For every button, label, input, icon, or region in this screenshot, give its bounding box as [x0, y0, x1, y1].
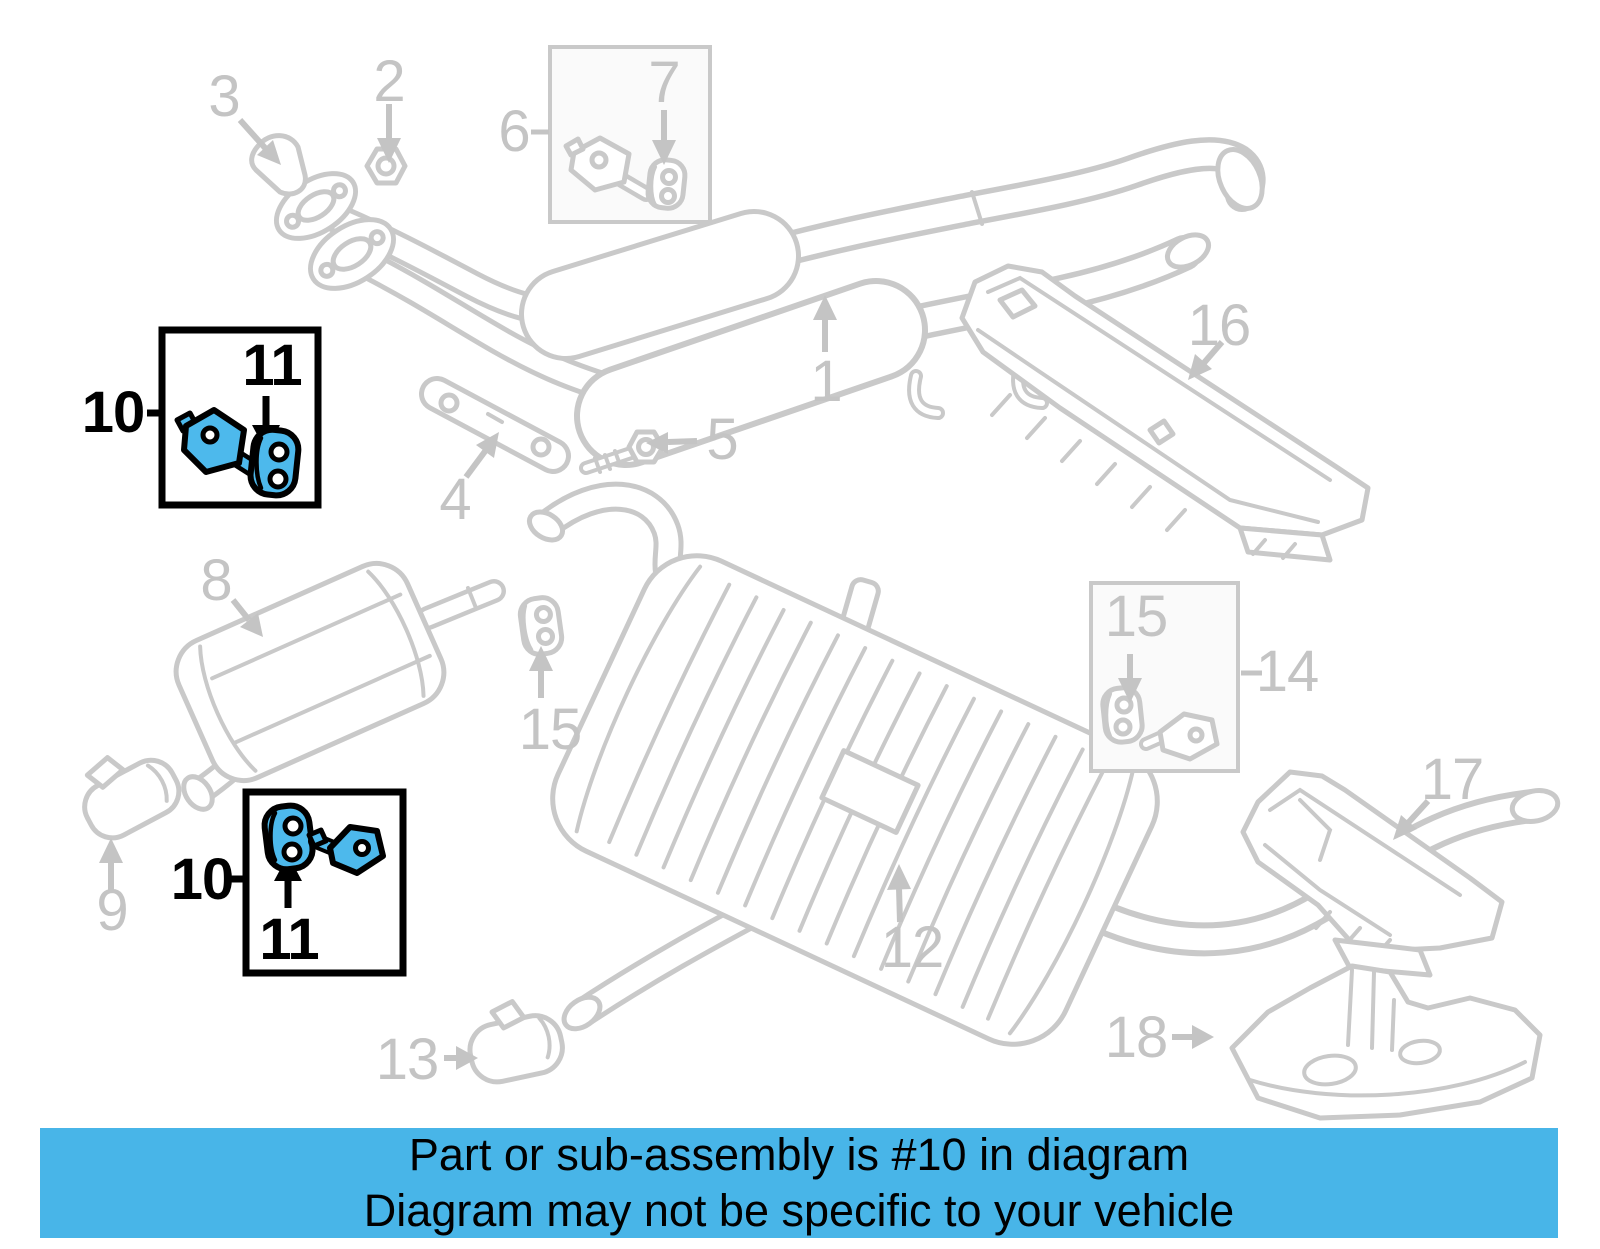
exhaust-flange [308, 217, 396, 291]
callout-11-lower[interactable]: 11 [259, 907, 319, 972]
highlighted-hanger-bracket[interactable] [306, 824, 386, 876]
callout-18: 18 [1104, 1005, 1169, 1070]
heat-shield-18 [1229, 963, 1543, 1121]
callout-10-upper[interactable]: 10 [81, 380, 146, 445]
rubber-insulator-icon [645, 157, 688, 211]
highlighted-rubber-insulator[interactable] [261, 802, 316, 873]
callout-7: 7 [648, 50, 680, 115]
callout-arrows [99, 104, 1431, 1070]
callout-11-upper[interactable]: 11 [242, 333, 302, 398]
highlight-box-upper[interactable] [147, 326, 322, 509]
front-pipe-assembly [273, 137, 1266, 468]
callout-10-lower[interactable]: 10 [170, 847, 235, 912]
muffler-12 [526, 481, 1561, 1047]
mounting-strap [419, 376, 571, 474]
callout-15-muffler: 15 [518, 697, 583, 762]
callout-16: 16 [1187, 293, 1252, 358]
callout-12: 12 [880, 915, 945, 980]
legend-box-15-14 [1089, 581, 1240, 773]
callout-4: 4 [439, 467, 471, 532]
highlighted-rubber-insulator[interactable] [247, 426, 302, 499]
clamp-13 [467, 999, 565, 1085]
callout-1: 1 [810, 349, 842, 414]
callout-3: 3 [208, 64, 240, 129]
catalytic-converter-upper [519, 209, 801, 361]
legend-box-6-7 [548, 45, 712, 224]
heat-shield-16 [959, 263, 1371, 563]
callout-15-box: 15 [1104, 584, 1169, 649]
hanger-bracket-icon [563, 135, 654, 202]
callout-9: 9 [96, 878, 128, 943]
callout-13: 13 [375, 1027, 440, 1092]
notice-banner: Part or sub-assembly is #10 in diagram D… [40, 1128, 1558, 1238]
callout-17: 17 [1420, 747, 1485, 812]
highlight-box-lower[interactable] [229, 788, 407, 977]
rubber-hanger-15 [517, 595, 565, 657]
rubber-insulator-icon [1100, 685, 1145, 745]
banner-line1: Part or sub-assembly is #10 in diagram [408, 1129, 1190, 1180]
callout-2: 2 [373, 49, 405, 114]
callout-14: 14 [1255, 639, 1320, 704]
banner-line2: Diagram may not be specific to your vehi… [363, 1185, 1235, 1236]
resonator-9 [82, 755, 182, 841]
flange-nut [364, 146, 408, 186]
hanger-bracket-icon [1139, 711, 1220, 762]
callout-8: 8 [200, 548, 232, 613]
muffler-8 [173, 561, 506, 812]
catalytic-converter-lower [574, 278, 928, 468]
callout-6: 6 [498, 99, 530, 164]
callout-5: 5 [706, 407, 738, 472]
